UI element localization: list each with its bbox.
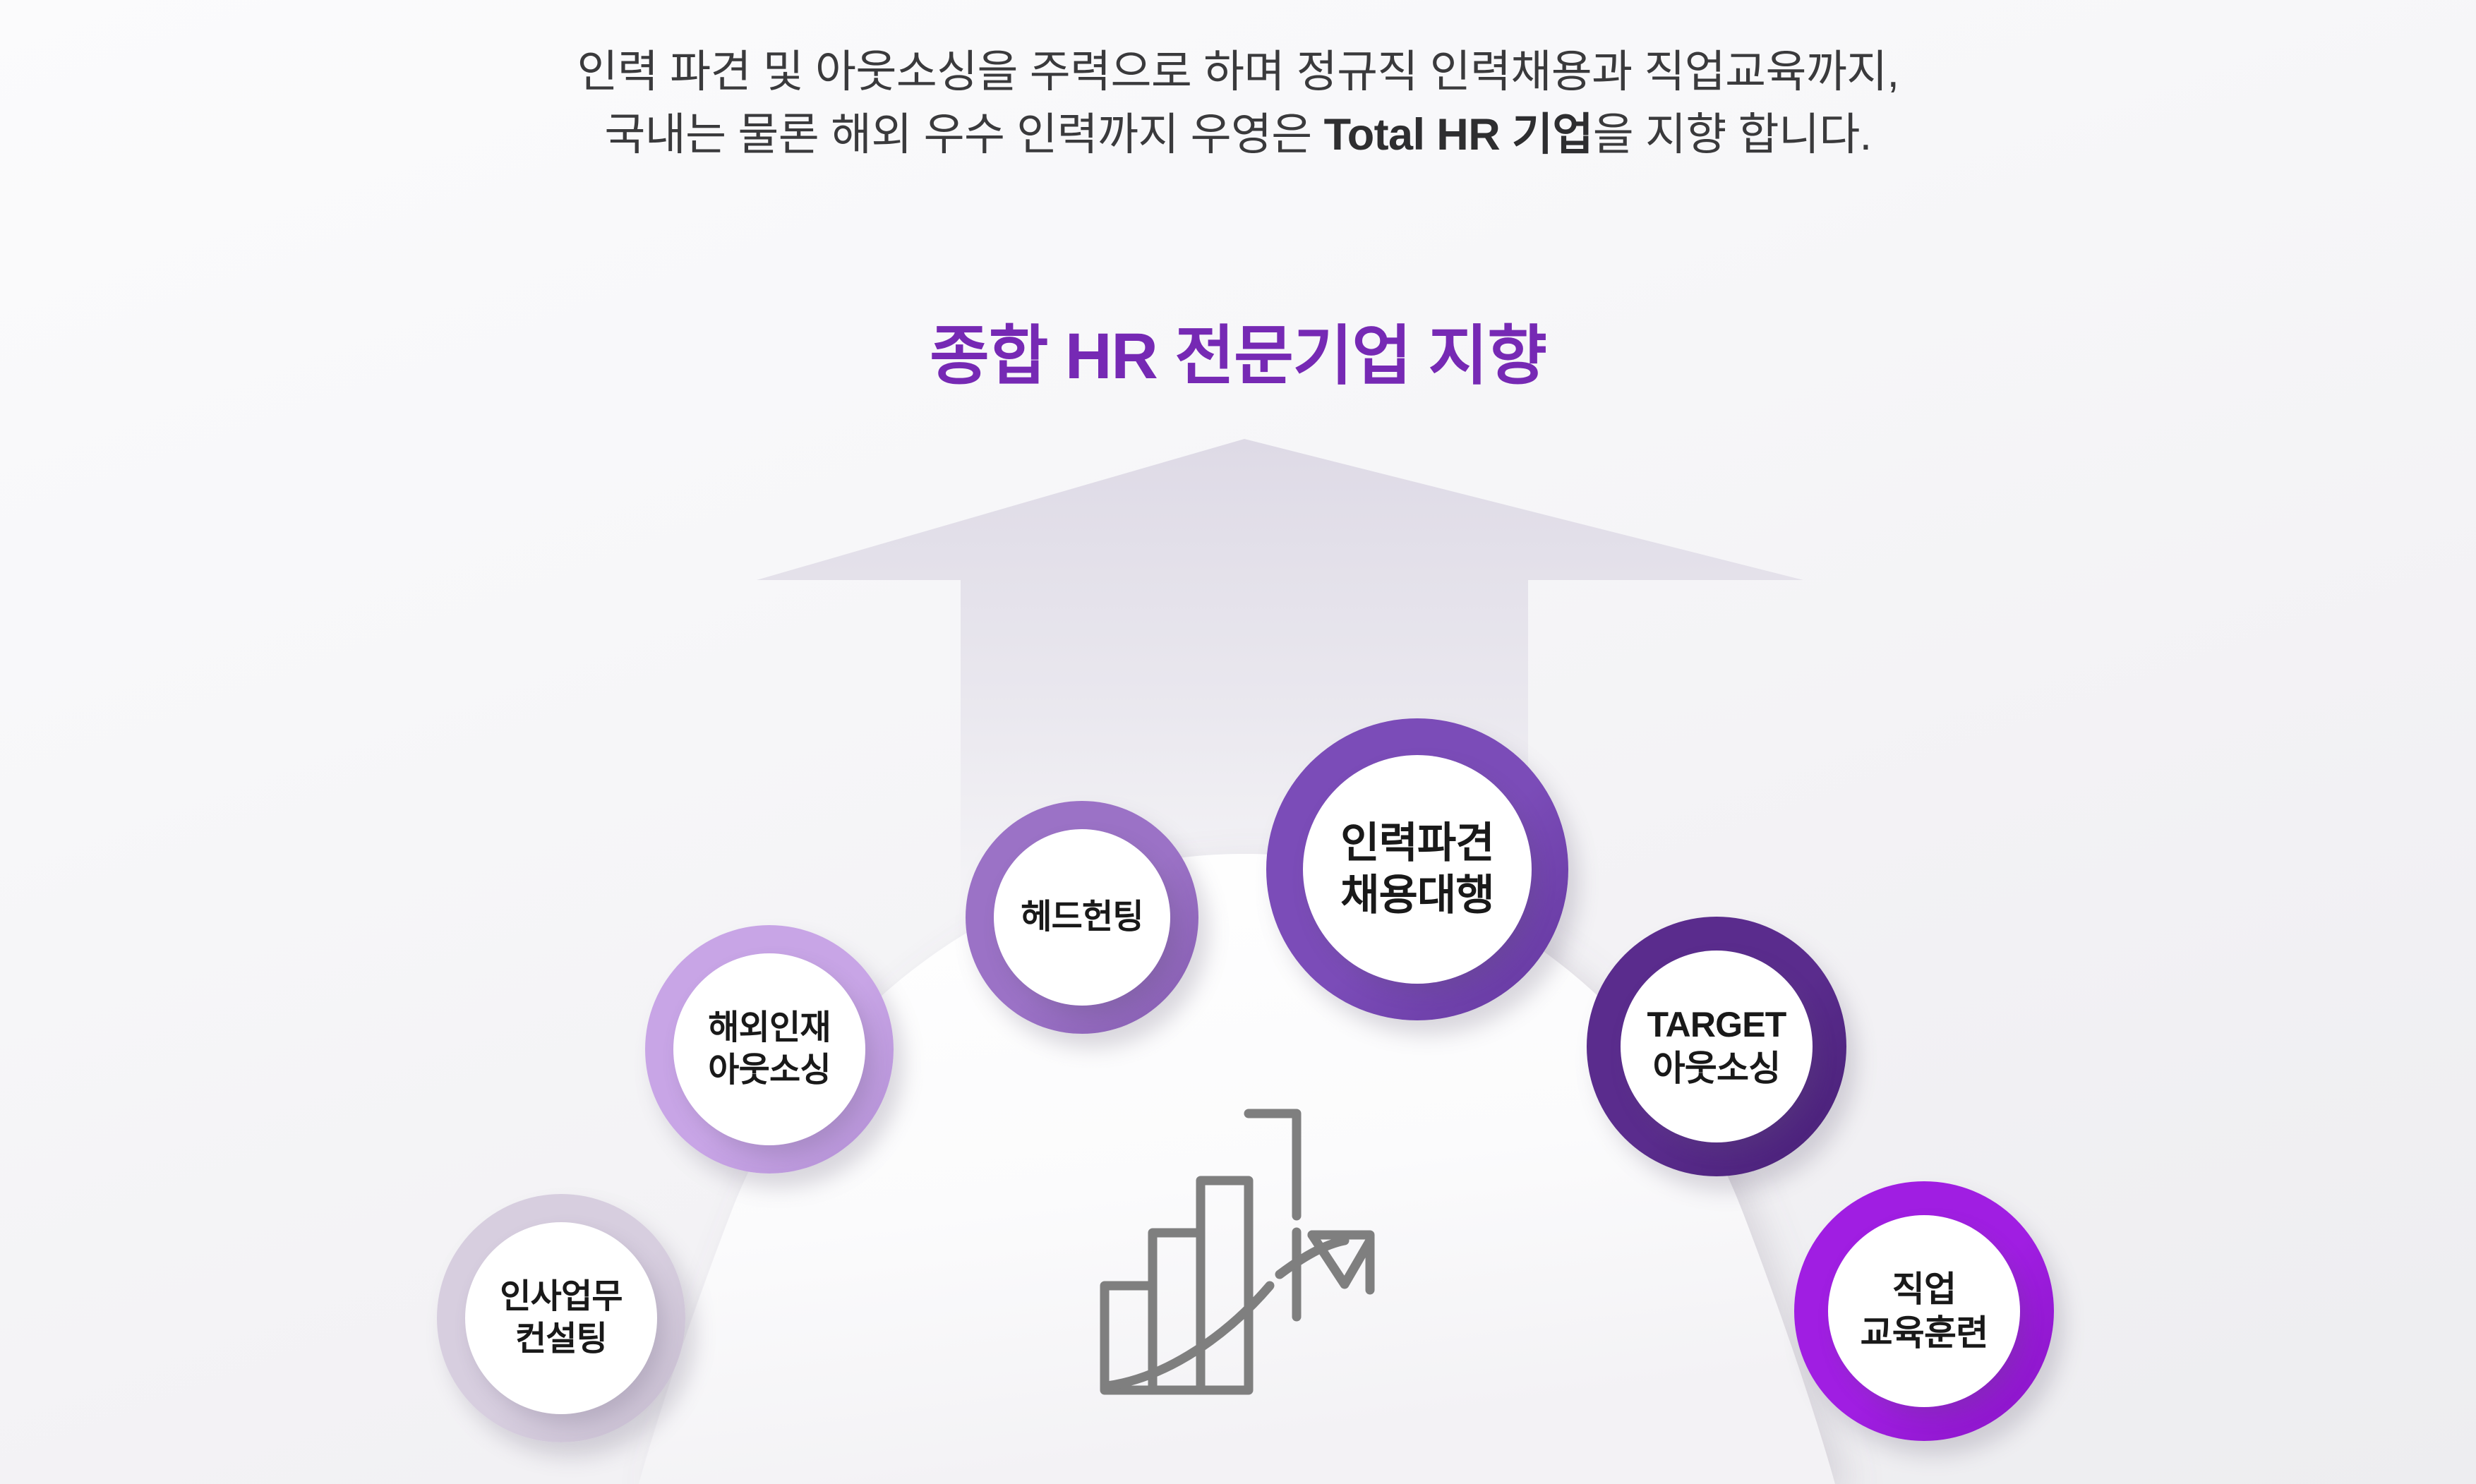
node-circle-headhunting[interactable]: 헤드헌팅 [966, 801, 1198, 1034]
intro-line-2-part-a: 국내는 물론 해외 우수 인력까지 우영은 [604, 110, 1324, 160]
intro-line-2-part-c: 을 지향 합니다. [1592, 110, 1872, 160]
growth-chart-icon [1100, 1109, 1375, 1395]
node-label: TARGET 아웃소싱 [1647, 1005, 1786, 1088]
intro-line-1: 인력 파견 및 아웃소싱을 주력으로 하며 정규직 인력채용과 직업교육까지, [577, 47, 1900, 97]
total-hr-emphasis: Total HR 기업 [1323, 110, 1594, 160]
page-title: 종합 HR 전문기업 지향 [930, 320, 1547, 392]
node-circle-face: 헤드헌팅 [994, 829, 1170, 1006]
node-circle-face: 직업 교육훈련 [1828, 1215, 2020, 1407]
node-label: 인사업무 컨설팅 [500, 1278, 623, 1358]
node-circle-overseas-talent-outsourcing[interactable]: 해외인재 아웃소싱 [645, 925, 894, 1174]
node-label: 인력파견 채용대행 [1340, 819, 1494, 919]
node-circle-vocational-training[interactable]: 직업 교육훈련 [1794, 1181, 2054, 1441]
node-circle-face: 인사업무 컨설팅 [465, 1222, 657, 1414]
node-circle-staffing-recruitment-agency[interactable]: 인력파견 채용대행 [1266, 718, 1568, 1020]
node-label: 헤드헌팅 [1021, 898, 1143, 936]
node-label: 해외인재 아웃소싱 [708, 1009, 831, 1089]
node-label: 직업 교육훈련 [1860, 1269, 1989, 1353]
node-circle-hr-consulting[interactable]: 인사업무 컨설팅 [437, 1194, 685, 1442]
node-circle-target-outsourcing[interactable]: TARGET 아웃소싱 [1587, 917, 1846, 1176]
intro-line-2: 국내는 물론 해외 우수 인력까지 우영은 Total HR 기업을 지향 합니… [0, 104, 2476, 167]
node-circle-face: TARGET 아웃소싱 [1621, 951, 1813, 1142]
node-circle-face: 해외인재 아웃소싱 [673, 953, 865, 1145]
intro-text-block: 인력 파견 및 아웃소싱을 주력으로 하며 정규직 인력채용과 직업교육까지, … [0, 41, 2476, 167]
node-circle-face: 인력파견 채용대행 [1303, 755, 1532, 984]
